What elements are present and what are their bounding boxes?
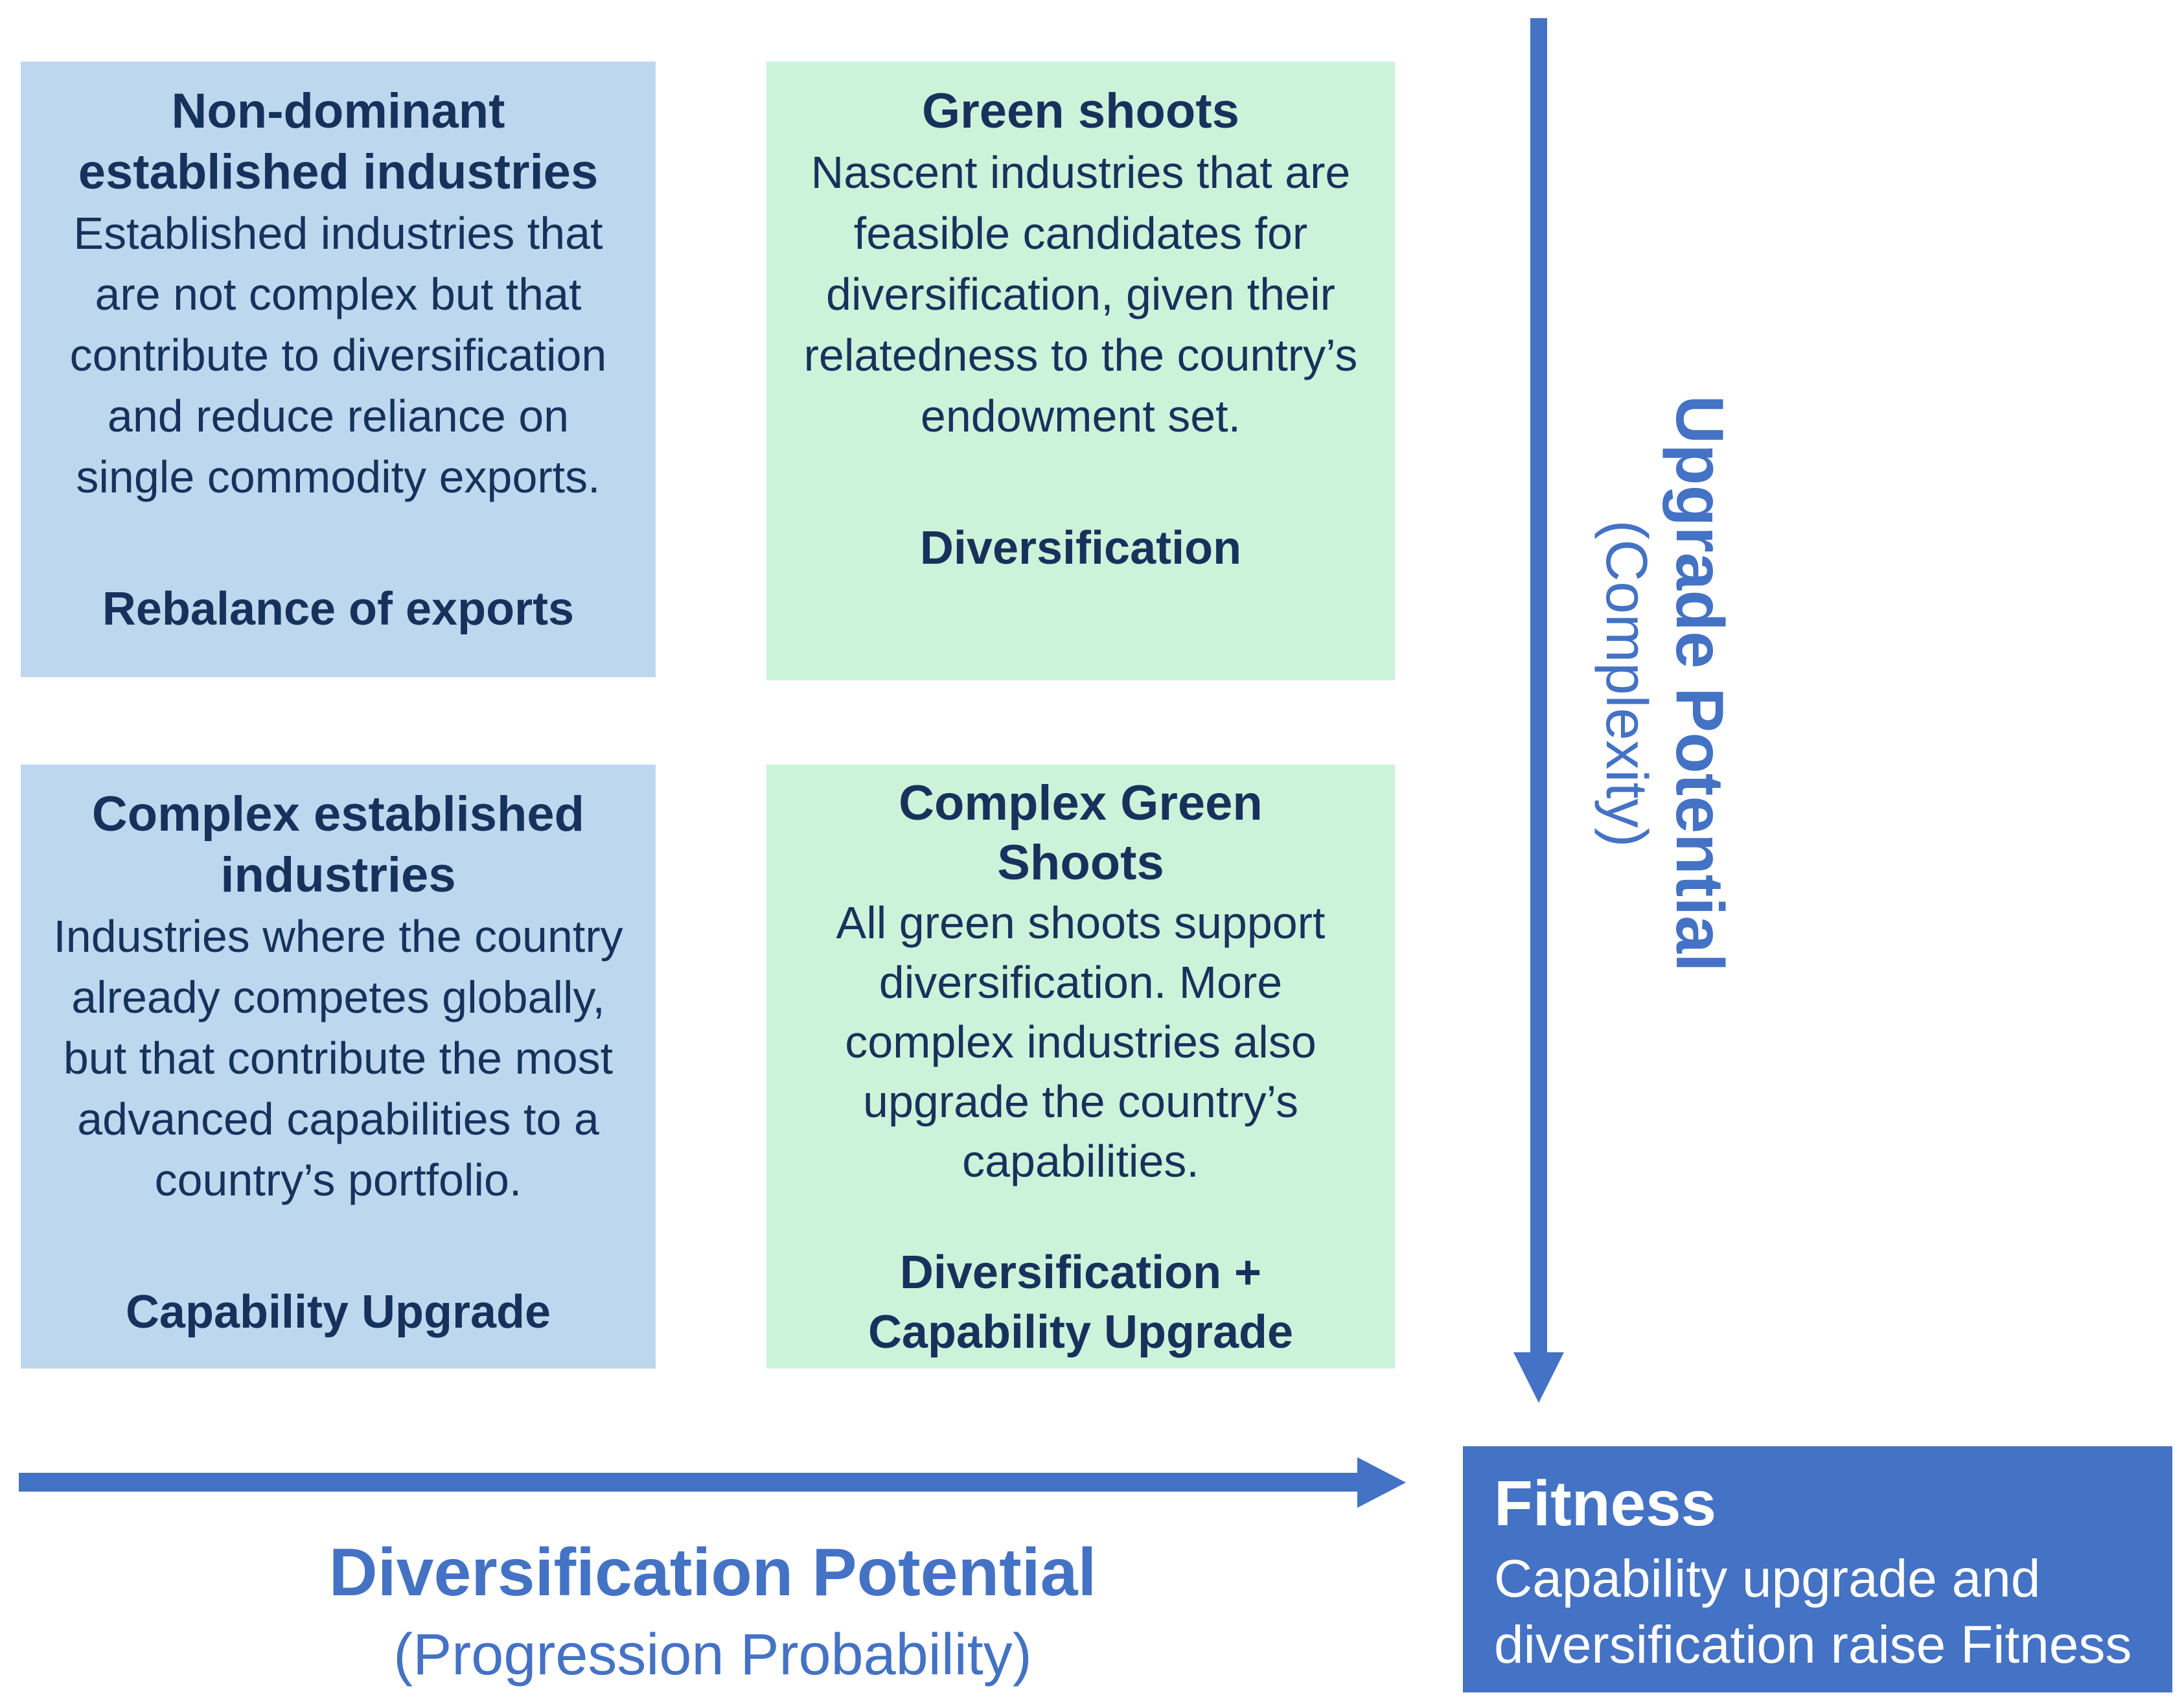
horizontal-axis-arrow-head-right-icon bbox=[1357, 1457, 1406, 1508]
vertical-axis-arrow-head-down-icon bbox=[1513, 1352, 1564, 1403]
quadrant-tagline: Diversification bbox=[919, 522, 1242, 574]
horizontal-axis-title: Diversification Potential bbox=[328, 1535, 1097, 1610]
fitness-title: Fitness bbox=[1494, 1468, 1717, 1539]
quadrant-title: Complex established industries bbox=[91, 787, 585, 903]
horizontal-axis-subtitle: (Progression Probability) bbox=[393, 1622, 1032, 1687]
quadrant-description: All green shoots support diversification… bbox=[836, 897, 1326, 1186]
quadrant-title: Green shoots bbox=[922, 84, 1239, 139]
horizontal-axis-arrow-line bbox=[19, 1473, 1357, 1492]
horizontal-axis-label: Diversification Potential (Progression P… bbox=[0, 1534, 1425, 1689]
fitness-box: Fitness Capability upgrade and diversifi… bbox=[1463, 1446, 2172, 1692]
quadrant-non-dominant-established-industries: Non-dominant established industries Esta… bbox=[21, 62, 656, 677]
quadrant-description: Nascent industries that are feasible can… bbox=[803, 147, 1358, 441]
quadrant-tagline: Diversification + Capability Upgrade bbox=[868, 1247, 1294, 1358]
quadrant-green-shoots: Green shoots Nascent industries that are… bbox=[766, 62, 1395, 680]
quadrant-tagline: Capability Upgrade bbox=[125, 1286, 551, 1338]
quadrant-tagline: Rebalance of exports bbox=[102, 583, 575, 635]
vertical-axis-subtitle: (Complexity) bbox=[1594, 520, 1659, 848]
quadrant-complex-established-industries: Complex established industries Industrie… bbox=[21, 765, 656, 1368]
quadrant-title: Complex Green Shoots bbox=[899, 776, 1263, 890]
vertical-axis-title: Upgrade Potential bbox=[1662, 395, 1737, 972]
quadrant-description: Industries where the country already com… bbox=[53, 911, 623, 1205]
quadrant-description: Established industries that are not comp… bbox=[69, 208, 607, 502]
quadrant-title: Non-dominant established industries bbox=[78, 84, 599, 200]
vertical-axis-label: Upgrade Potential (Complexity) bbox=[1592, 395, 1738, 972]
quadrant-complex-green-shoots: Complex Green Shoots All green shoots su… bbox=[766, 765, 1395, 1368]
fitness-description: Capability upgrade and diversification r… bbox=[1494, 1549, 2132, 1674]
vertical-axis-arrow-line bbox=[1530, 18, 1547, 1352]
